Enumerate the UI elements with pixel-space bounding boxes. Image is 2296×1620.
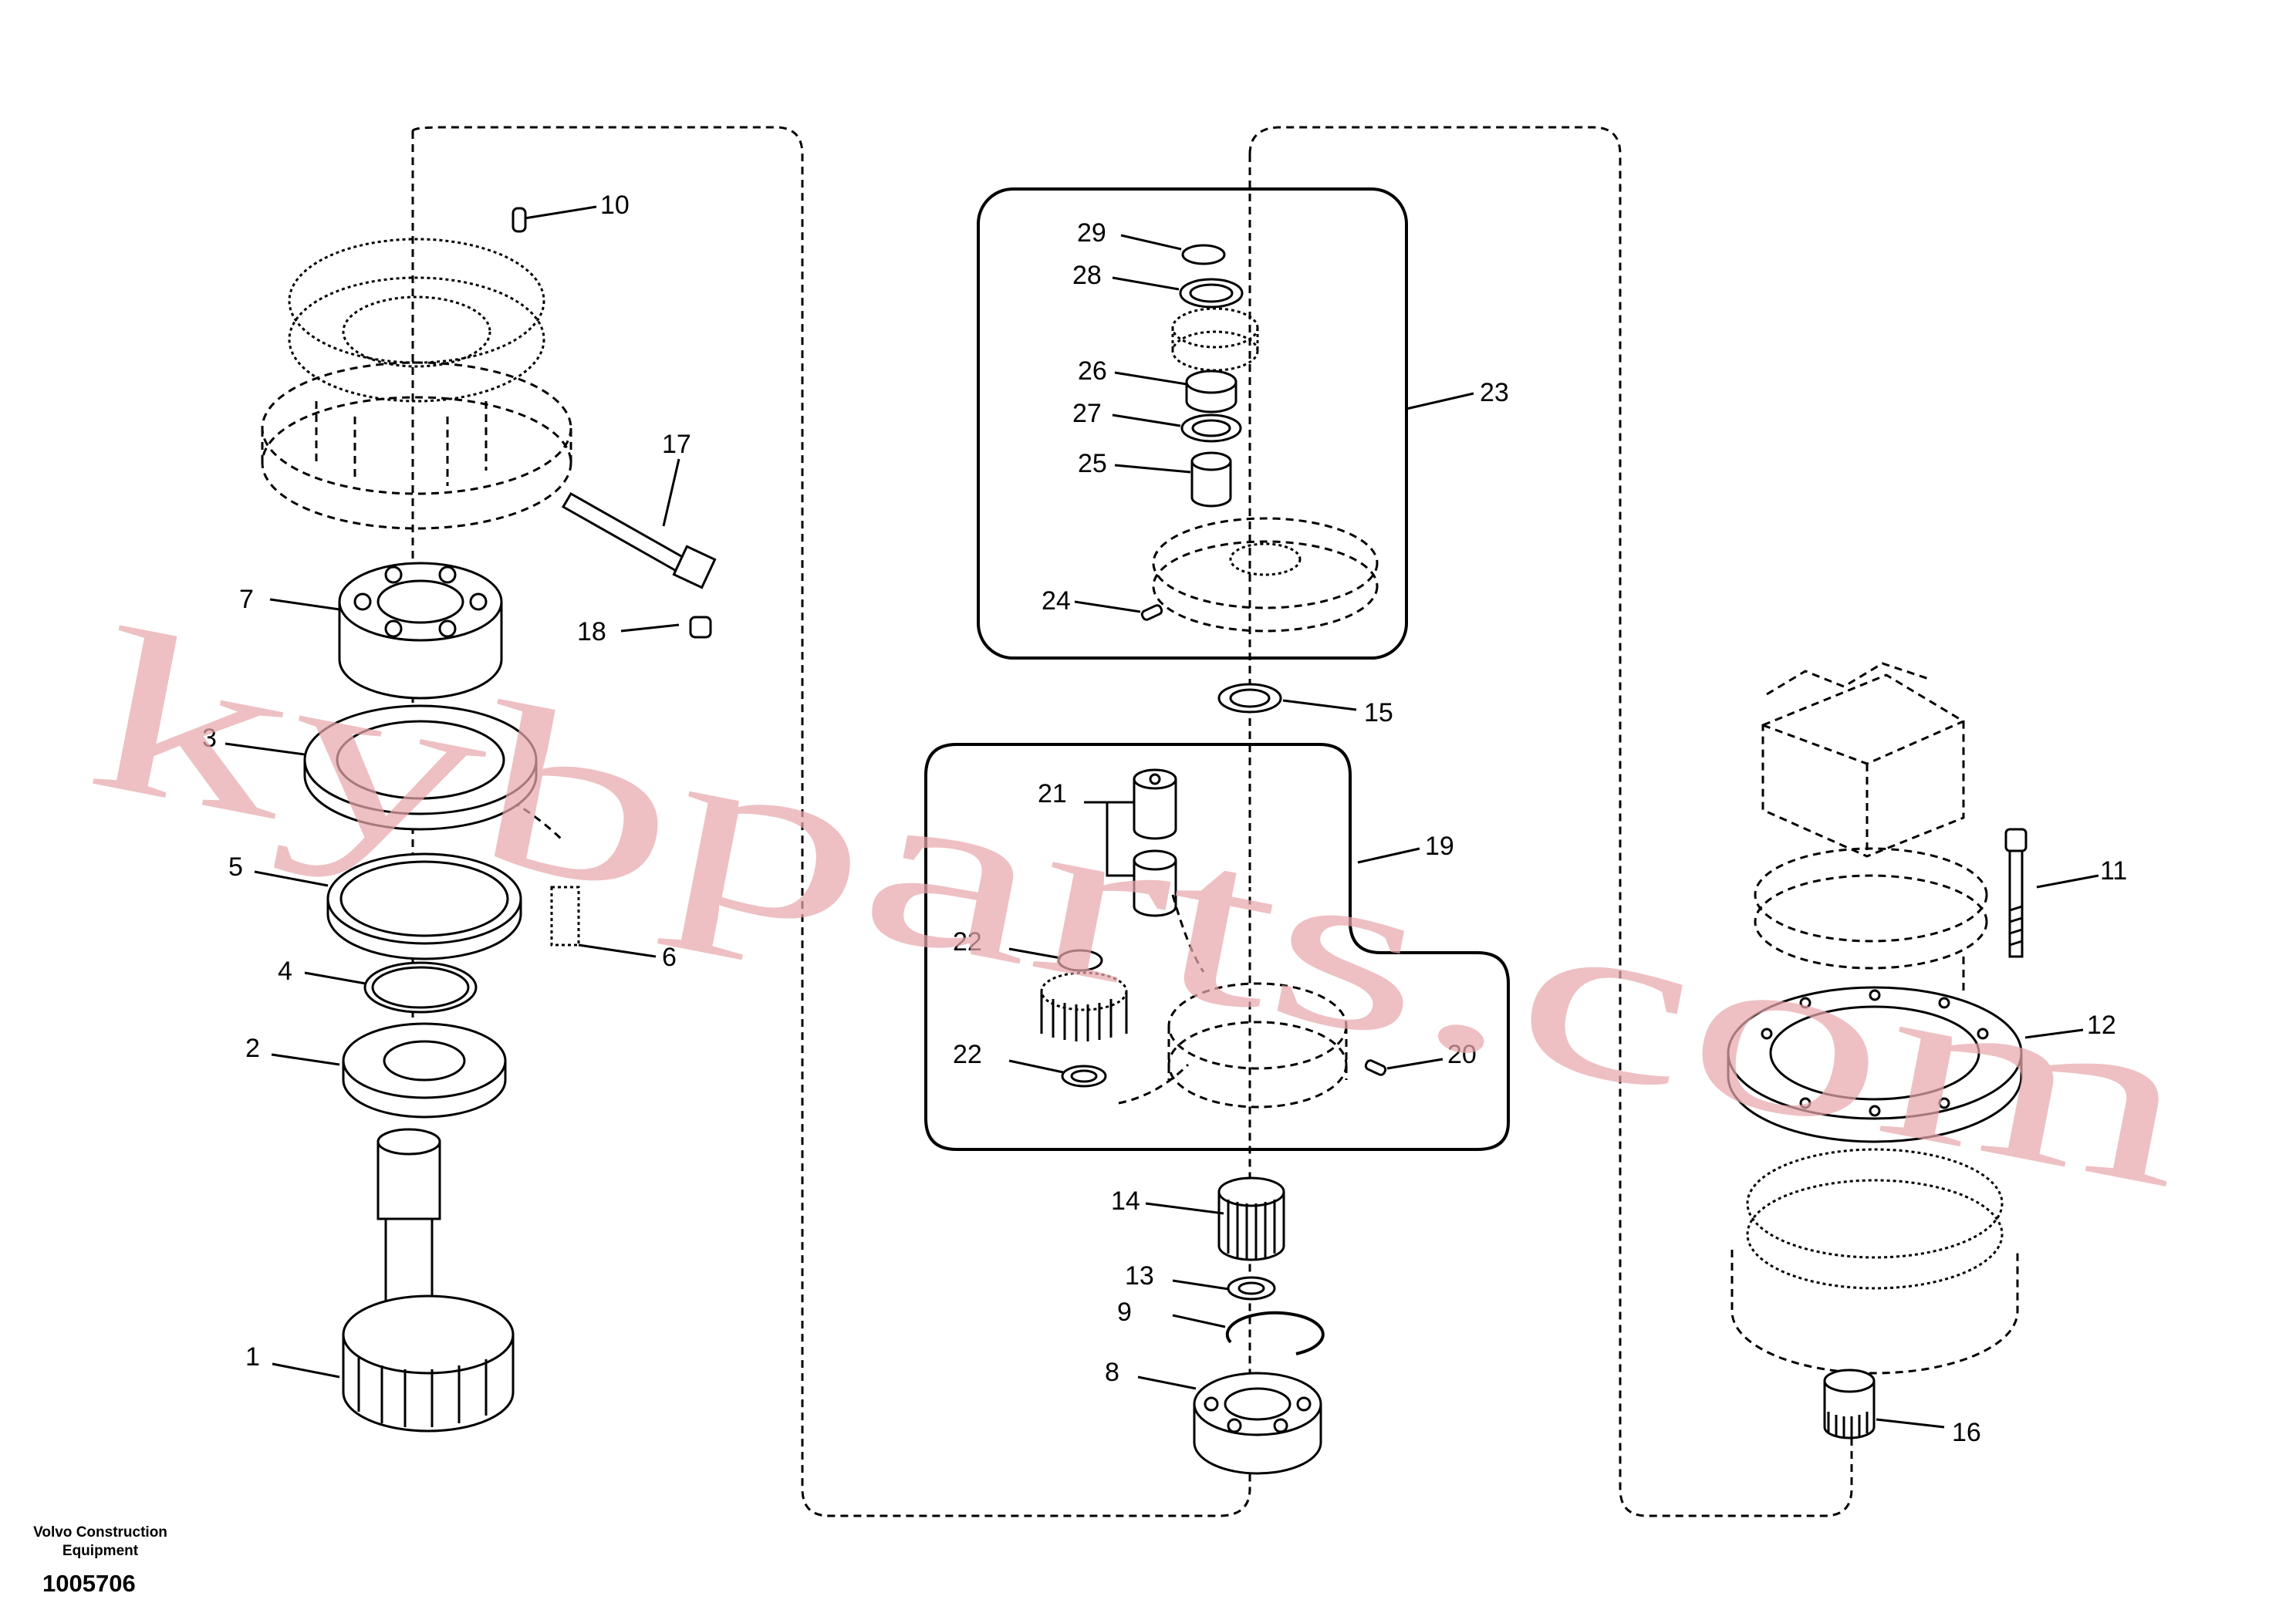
part-21-bushings — [1133, 768, 1177, 917]
callout-13: 13 — [1125, 1261, 1154, 1291]
callout-25: 25 — [1078, 449, 1107, 478]
part-27-thrust-washer — [1180, 413, 1242, 443]
part-planet-gear-upper — [1171, 307, 1259, 372]
subassembly-box-19 — [924, 743, 1510, 1151]
callout-20: 20 — [1447, 1040, 1477, 1069]
part-10-plug — [512, 207, 527, 233]
part-6-pin — [550, 886, 580, 947]
part-18-plug — [689, 616, 712, 639]
part-motor-assembly — [1754, 662, 1988, 970]
part-ring-gear-housing — [261, 238, 572, 530]
callout-9: 9 — [1117, 1298, 1132, 1327]
callout-27: 27 — [1072, 399, 1102, 428]
callout-23: 23 — [1480, 378, 1509, 407]
callout-3: 3 — [202, 724, 217, 753]
part-25-pin — [1190, 451, 1232, 508]
footer-brand-line-2: Equipment — [62, 1543, 139, 1559]
callout-15: 15 — [1364, 698, 1393, 727]
callout-22-upper: 22 — [953, 927, 982, 957]
part-17-level-gauge — [561, 491, 717, 589]
part-16-fitting — [1823, 1369, 1876, 1439]
part-24-spring-pin — [1140, 604, 1163, 621]
part-29-snap-ring — [1181, 244, 1226, 265]
part-13-thrust-washer — [1227, 1276, 1276, 1301]
callout-5: 5 — [228, 852, 243, 882]
callout-12: 12 — [2087, 1011, 2116, 1040]
part-2-seal-ring — [342, 1022, 507, 1119]
callout-14: 14 — [1111, 1186, 1140, 1216]
part-22-thrust-washer-upper — [1057, 949, 1103, 972]
callout-22-lower: 22 — [953, 1040, 982, 1069]
callout-6: 6 — [662, 943, 677, 972]
part-20-spring-pin — [1364, 1059, 1387, 1076]
callout-10: 10 — [600, 191, 630, 220]
part-carrier-lower — [1118, 894, 1348, 1109]
callout-16: 16 — [1952, 1418, 1981, 1447]
callout-24: 24 — [1042, 586, 1071, 616]
subassembly-box-23 — [977, 187, 1408, 660]
part-8-bearing — [1193, 1372, 1322, 1475]
callout-21: 21 — [1038, 779, 1067, 808]
callout-4: 4 — [278, 957, 292, 986]
part-4-o-ring — [363, 961, 478, 1014]
part-28-thrust-washer — [1179, 278, 1244, 309]
callout-labels: 1 2 3 4 5 6 7 8 9 10 11 12 13 14 15 16 1… — [202, 191, 2127, 1447]
part-planet-gear-lower — [1040, 971, 1128, 1041]
diagram-code: 1005706 — [42, 1570, 136, 1597]
part-26-bushing — [1185, 370, 1237, 413]
part-11-bolt — [2004, 828, 2028, 958]
part-7-bearing — [338, 562, 503, 700]
callout-17: 17 — [662, 430, 691, 459]
callout-18: 18 — [577, 617, 606, 646]
part-housing-lower — [1730, 1148, 2019, 1375]
callout-28: 28 — [1072, 261, 1102, 290]
part-12-ring-gear — [1727, 986, 2023, 1143]
part-5-oil-seal — [326, 852, 522, 960]
callout-26: 26 — [1078, 356, 1107, 386]
callout-29: 29 — [1077, 218, 1106, 248]
callout-1: 1 — [245, 1342, 260, 1372]
callout-2: 2 — [245, 1034, 260, 1063]
callout-11: 11 — [2100, 856, 2127, 886]
callout-7: 7 — [239, 585, 254, 614]
part-1-pinion-shaft — [342, 1128, 515, 1433]
part-15-thrust-washer — [1217, 683, 1282, 714]
callout-8: 8 — [1105, 1358, 1119, 1387]
part-carrier-upper — [1152, 517, 1379, 633]
part-14-sun-gear — [1217, 1176, 1285, 1261]
footer-brand-line-1: Volvo Construction — [33, 1524, 167, 1541]
part-3-cover — [303, 704, 538, 831]
callout-19: 19 — [1425, 832, 1454, 861]
leader-lines — [225, 205, 2099, 1429]
part-22-thrust-washer-lower — [1061, 1065, 1107, 1088]
part-9-snap-ring — [1225, 1311, 1325, 1355]
